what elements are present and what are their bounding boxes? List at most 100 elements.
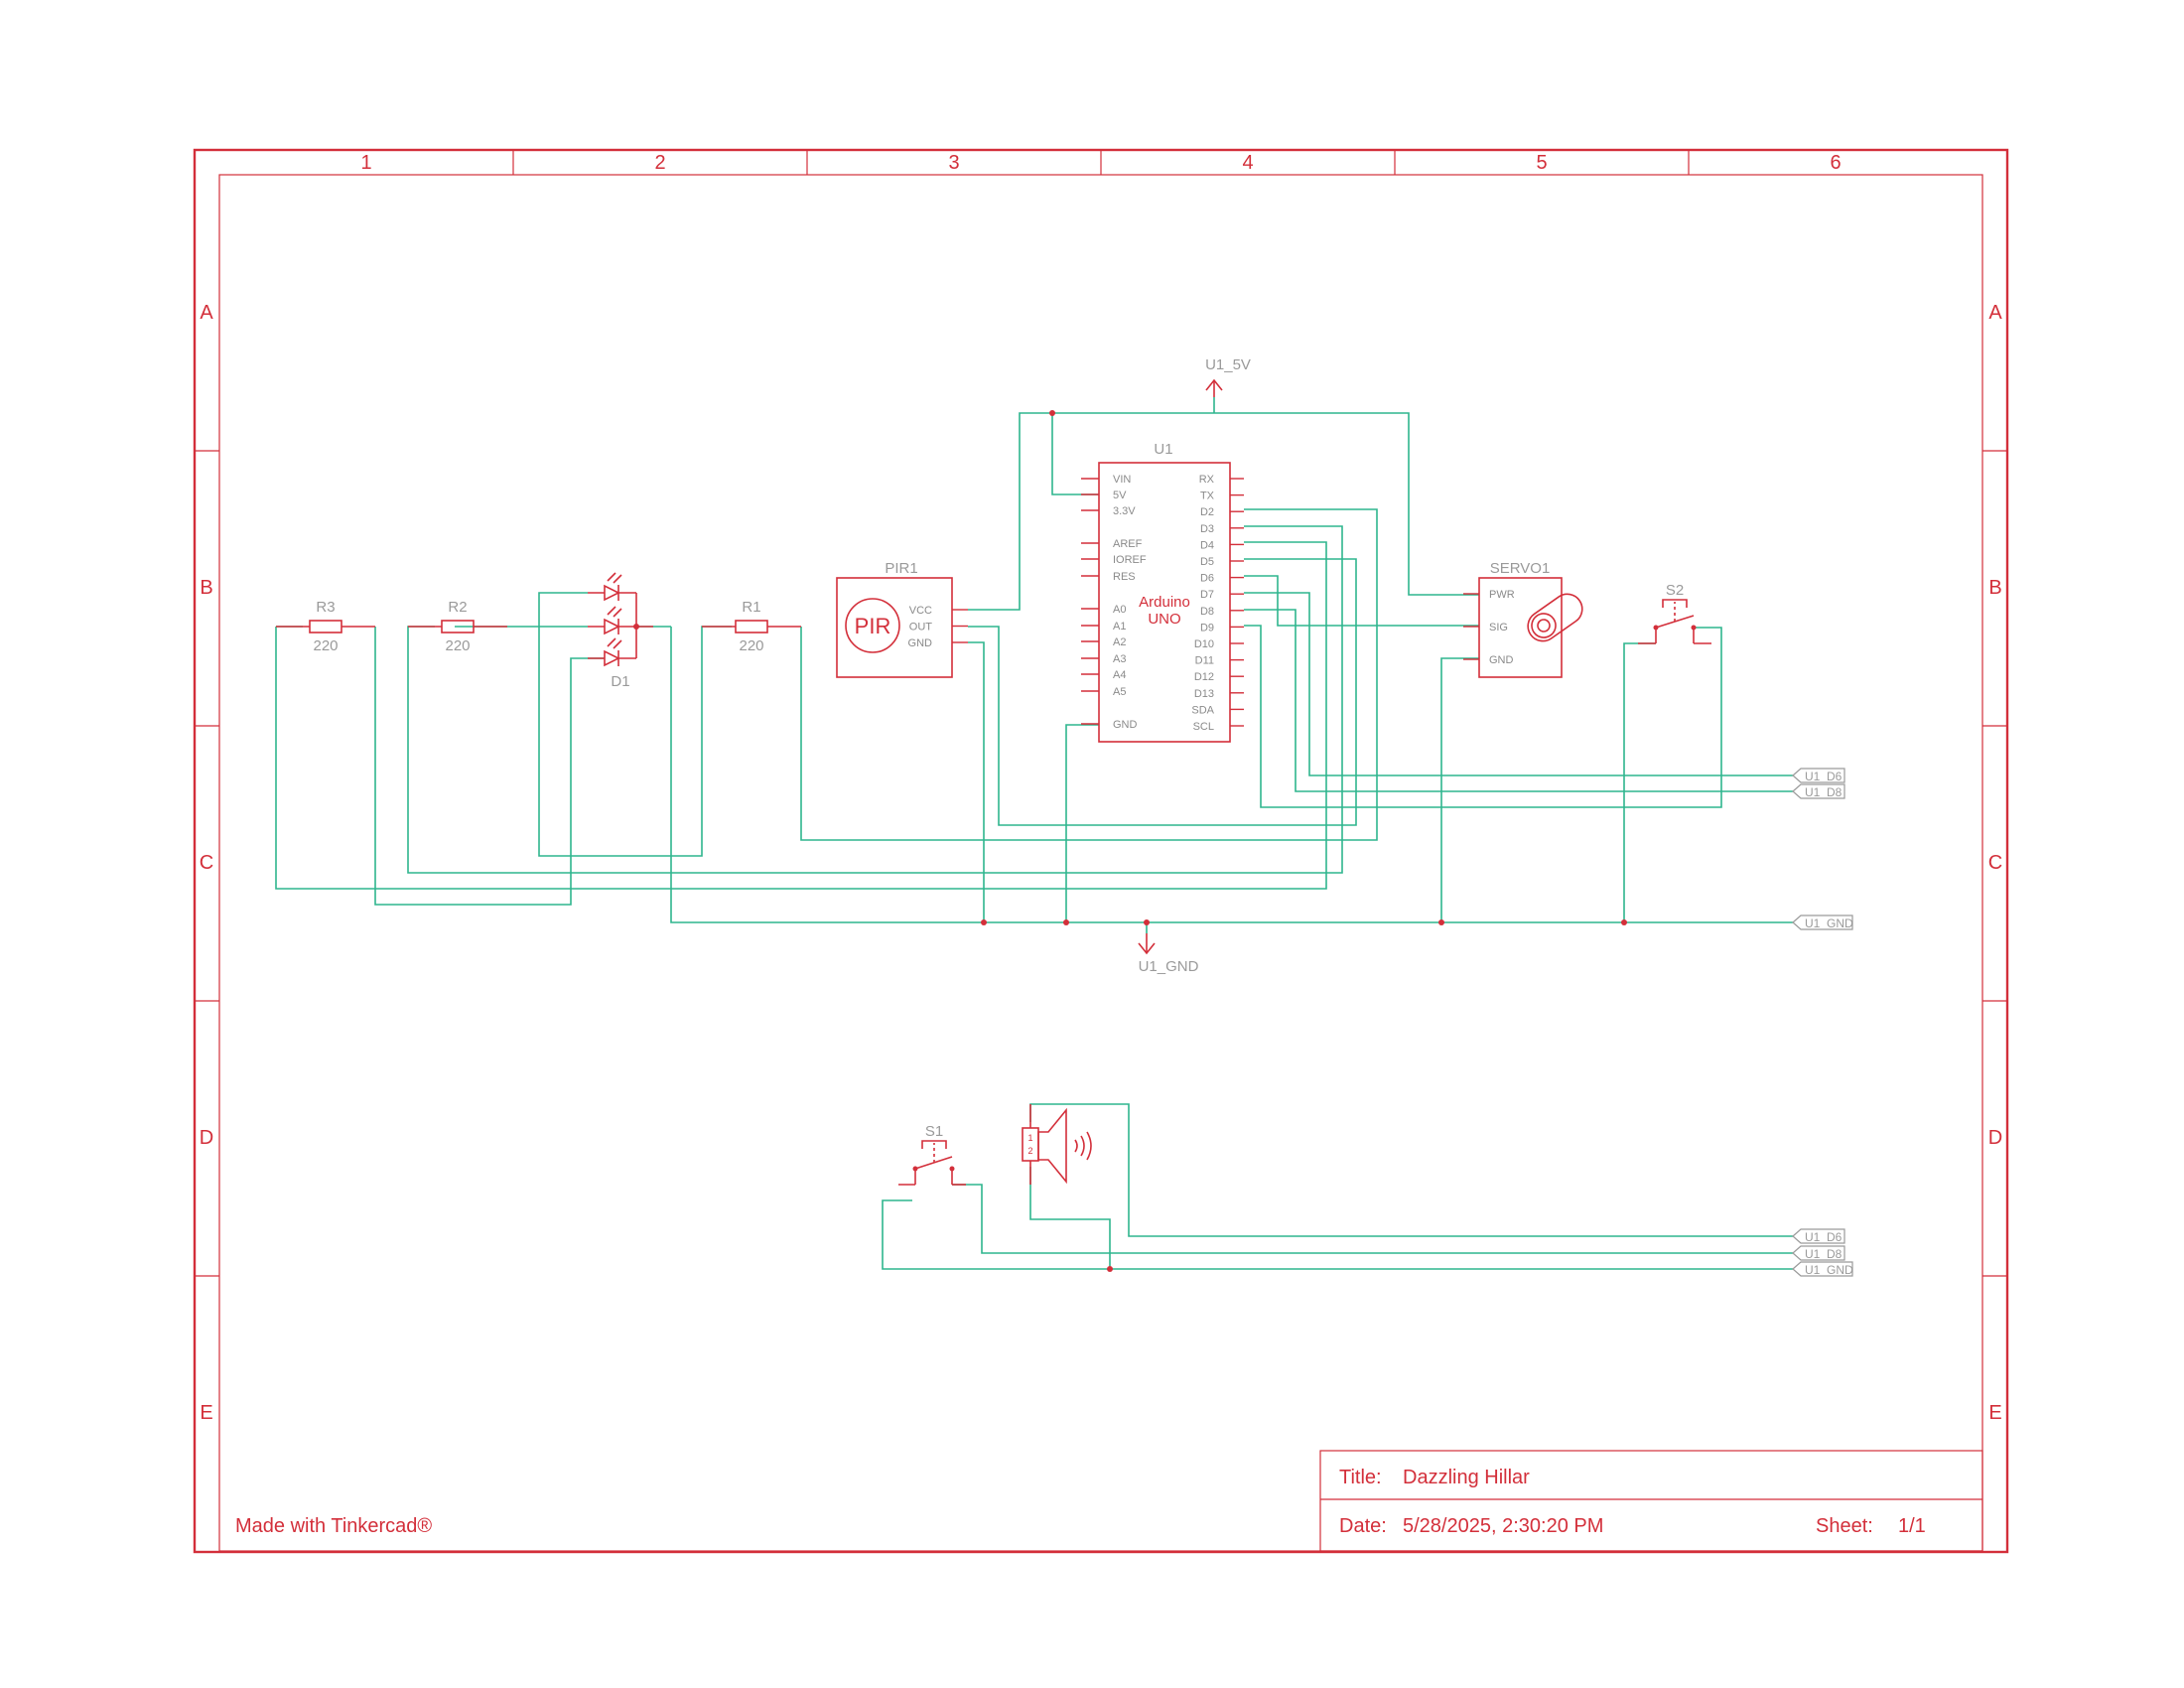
net-flag-label: U1_GND [1805, 1263, 1853, 1277]
date-key: Date: [1339, 1515, 1387, 1537]
arduino-right-pin-label: D8 [1200, 606, 1214, 618]
tinkercad-credit: Made with Tinkercad® [235, 1515, 432, 1537]
net-flag: U1_D8 [1792, 783, 1845, 799]
arduino-right-pin-label: D10 [1194, 638, 1214, 650]
title-value: Dazzling Hillar [1403, 1467, 1530, 1488]
arduino-left-pin-label: AREF [1113, 538, 1143, 550]
pushbutton-s2[interactable]: S2 [1638, 582, 1711, 644]
arduino-name: Arduino [1139, 594, 1190, 611]
servo-pin-label: SIG [1489, 622, 1508, 633]
arduino-right-pin-label: TX [1200, 491, 1215, 502]
switch-ref: S1 [925, 1123, 943, 1140]
servo-pin-label: PWR [1489, 589, 1515, 601]
net-flag-label: U1_D8 [1805, 1247, 1843, 1261]
resistor-value: 220 [313, 637, 338, 654]
switch-ref: S2 [1666, 582, 1684, 599]
col-label: 6 [1830, 152, 1841, 174]
speaker-icon [1037, 1107, 1067, 1185]
resistor-ref: R2 [448, 599, 467, 616]
arduino-ref: U1 [1154, 441, 1172, 458]
net-flags-lower: U1_D6 U1_D8 U1_GND [1792, 1228, 1853, 1277]
arduino-uno[interactable]: U1 Arduino UNO VIN5V3.3VAREFIOREFRESA0A1… [1081, 441, 1244, 743]
net-flag: U1_GND [1792, 1261, 1853, 1277]
resistor-value: 220 [739, 637, 763, 654]
inner-border [218, 174, 1983, 1552]
gnd-label: U1_GND [1139, 958, 1199, 975]
row-label: C [200, 852, 213, 874]
rgb-led-d1[interactable]: D1 [588, 572, 653, 690]
arduino-right-pin-label: D6 [1200, 573, 1214, 585]
pir-pin-label: OUT [909, 622, 933, 633]
arduino-right-pin-label: D4 [1200, 539, 1214, 551]
row-label: E [200, 1402, 212, 1424]
servo-ref: SERVO1 [1490, 560, 1551, 577]
sheet-key: Sheet: [1816, 1515, 1873, 1537]
arduino-right-pin-label: D13 [1194, 688, 1214, 700]
arduino-name: UNO [1148, 611, 1180, 628]
arduino-right-pin-label: D9 [1200, 622, 1214, 633]
vcc-symbol: U1_5V [1205, 356, 1251, 397]
buzzer-pin-label: 2 [1027, 1146, 1032, 1156]
arduino-left-pin-label: GND [1113, 719, 1138, 731]
servo-horn-icon [1527, 593, 1583, 642]
col-label: 5 [1536, 152, 1547, 174]
servo-pins: PWR SIG GND [1463, 589, 1515, 666]
resistor-value: 220 [445, 637, 470, 654]
col-label: 4 [1242, 152, 1253, 174]
resistor-r3[interactable]: R3 220 [276, 599, 375, 654]
col-label: 3 [948, 152, 959, 174]
arduino-left-pin-label: A1 [1113, 621, 1126, 633]
net-flag-label: U1_D8 [1805, 785, 1843, 799]
outer-border [193, 148, 2009, 1554]
pushbutton-s1[interactable]: S1 [898, 1123, 966, 1186]
title-block: Title: Dazzling Hillar Date: 5/28/2025, … [1319, 1450, 1983, 1552]
arduino-right-pin-label: RX [1199, 474, 1215, 486]
junctions [633, 410, 1627, 1272]
arduino-right-pin-label: D7 [1200, 589, 1214, 601]
led-green-diode-icon [588, 606, 636, 635]
arduino-right-pin-label: SDA [1191, 704, 1214, 716]
gnd-symbol: U1_GND [1138, 933, 1199, 975]
arduino-right-pin-label: D2 [1200, 506, 1214, 518]
net-flag-label: U1_GND [1805, 916, 1853, 930]
arduino-left-pin-label: A4 [1113, 669, 1126, 681]
pir-pin-label: GND [908, 637, 933, 649]
arduino-left-pin-label: IOREF [1113, 554, 1147, 566]
arduino-left-pin-label: A3 [1113, 653, 1126, 665]
vcc-label: U1_5V [1205, 356, 1251, 373]
led-ref: D1 [611, 673, 629, 690]
net-flag: U1_GND [1792, 914, 1853, 930]
resistor-ref: R1 [742, 599, 760, 616]
arduino-left-pin-label: A5 [1113, 686, 1126, 698]
arduino-left-pin-label: VIN [1113, 474, 1131, 486]
arduino-left-pin-label: 3.3V [1113, 505, 1136, 517]
arduino-right-pin-label: D12 [1194, 671, 1214, 683]
net-flag-label: U1_D6 [1805, 1230, 1843, 1244]
resistor-ref: R3 [316, 599, 335, 616]
arduino-left-pin-label: A0 [1113, 604, 1126, 616]
col-label: 2 [654, 152, 665, 174]
row-label: A [1988, 302, 2002, 324]
sheet-frame: 1 2 3 4 5 6 A B C D E A B C D E [193, 148, 2009, 1554]
col-label: 1 [360, 152, 371, 174]
row-label: D [1988, 1127, 2002, 1149]
servo-motor[interactable]: SERVO1 PWR SIG GND [1463, 560, 1588, 678]
servo-pin-label: GND [1489, 654, 1514, 666]
arduino-right-pin-label: D11 [1195, 655, 1214, 667]
arduino-right-pin-label: D5 [1200, 556, 1214, 568]
net-flags-upper: U1_D6 U1_D8 U1_GND [1792, 768, 1853, 930]
resistor-r1[interactable]: R1 220 [702, 599, 801, 654]
net-flag: U1_D6 [1792, 768, 1845, 783]
pir-body-label: PIR [855, 614, 891, 638]
led-red-diode-icon [588, 572, 636, 602]
row-label: D [200, 1127, 213, 1149]
piezo-buzzer[interactable]: 1 2 [1022, 1104, 1092, 1185]
net-flag-label: U1_D6 [1805, 770, 1843, 783]
resistor-r2[interactable]: R2 220 [408, 599, 507, 654]
wires [275, 397, 1846, 1270]
arduino-right-pin-label: D3 [1200, 523, 1214, 535]
